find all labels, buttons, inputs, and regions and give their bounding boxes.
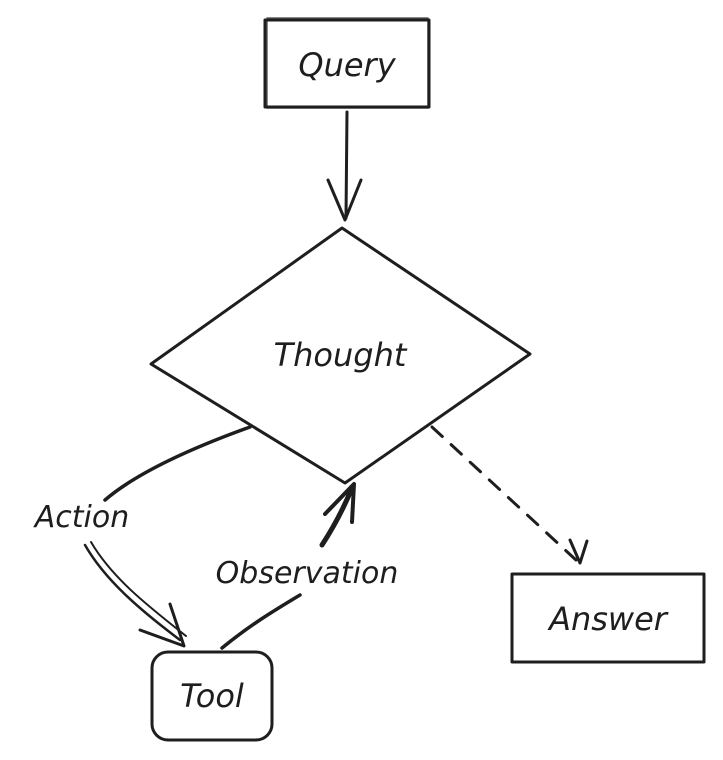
thought-label: Thought (274, 336, 408, 374)
tool-node: Tool (150, 650, 274, 742)
arrow-thought-to-answer (430, 425, 589, 565)
thought-node: Thought (149, 226, 532, 485)
query-node: Query (263, 17, 431, 109)
tool-label: Tool (180, 677, 244, 715)
arrow-action (83, 425, 252, 648)
arrow-query-to-thought (326, 110, 363, 222)
action-label: Action (33, 500, 129, 535)
arrow-observation (220, 482, 356, 650)
query-label: Query (298, 46, 396, 84)
observation-label: Observation (216, 556, 399, 591)
answer-node: Answer (510, 572, 706, 664)
answer-label: Answer (547, 600, 669, 638)
